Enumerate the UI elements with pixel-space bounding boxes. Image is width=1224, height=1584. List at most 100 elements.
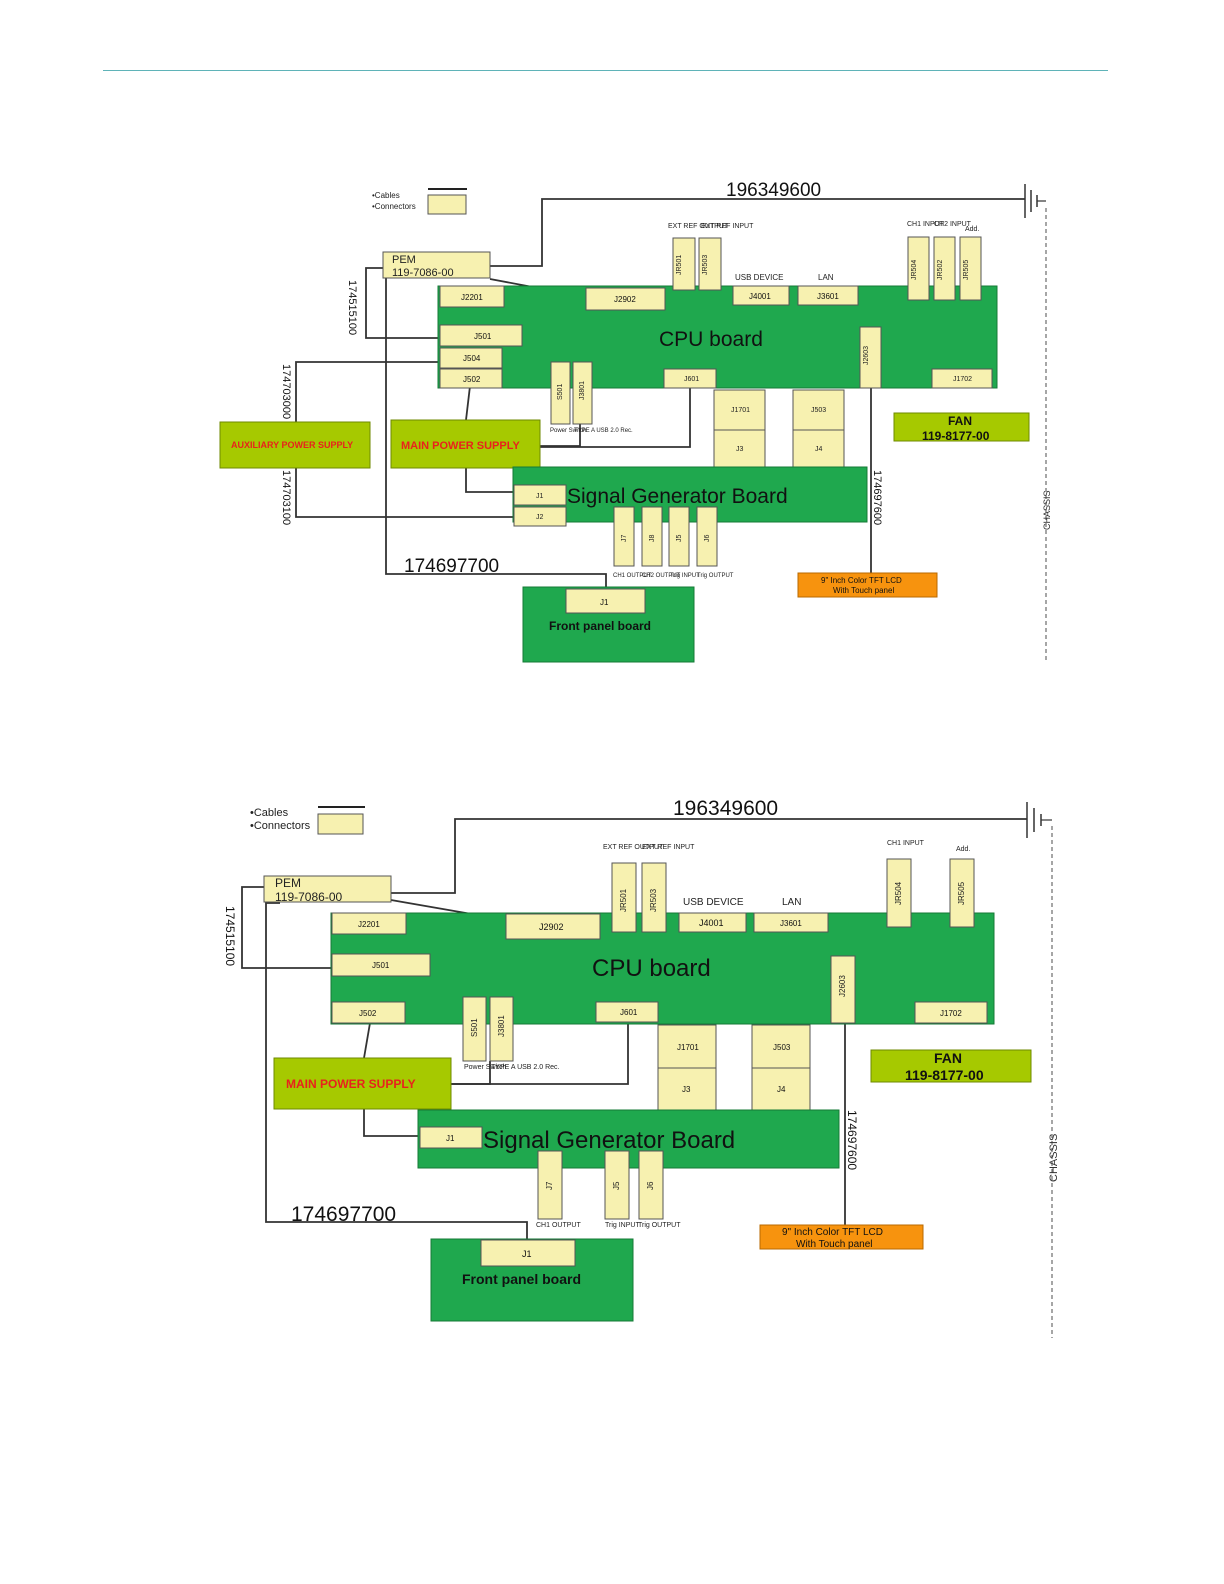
label-ch1-input: CH1 INPUT <box>907 221 945 228</box>
connector-jr501 <box>672 237 696 291</box>
legend-connectors: •Connectors <box>250 820 311 832</box>
fan-block <box>870 1049 1032 1083</box>
pem-part-number: 119-7086-00 <box>392 267 454 279</box>
chassis-label: CHASSIS <box>1048 1134 1060 1182</box>
connector-jr501-label: JR501 <box>676 255 683 275</box>
connector-j6-label: J6 <box>704 535 711 543</box>
connector-j3-label: J3 <box>682 1085 691 1094</box>
connector-j1702-label: J1702 <box>953 376 972 383</box>
connector-j501 <box>439 324 523 347</box>
connector-s501-label: S501 <box>470 1018 479 1037</box>
siggen-board-label: Signal Generator Board <box>483 1127 735 1154</box>
cable-number-pem: 174515100 <box>223 906 237 966</box>
connector-jr503 <box>641 862 667 933</box>
label-ch1-output: CH1 OUTPUT <box>613 573 652 579</box>
pem-block <box>263 875 392 903</box>
connector-j501 <box>331 953 431 977</box>
connector-j502 <box>439 368 503 389</box>
cable-number-aux-lower: 174703100 <box>280 470 292 525</box>
label-ext-ref-output: EXT REF OUTPUT <box>603 844 664 851</box>
connector-jr501 <box>611 862 637 933</box>
cable-pem-wire <box>241 886 332 969</box>
label-ext-ref-output: EXT REF OUTPUT <box>668 223 729 230</box>
lcd-block <box>759 1224 924 1250</box>
connector-j2603 <box>859 326 882 389</box>
connector-j1701-label: J1701 <box>677 1043 699 1052</box>
lcd-label: 9" Inch Color TFT LCD <box>821 576 902 585</box>
connector-j4001 <box>732 285 790 306</box>
cable-number-lcd: 174697600 <box>871 470 883 525</box>
connector-j2603-label: J2603 <box>863 346 870 365</box>
cable-top-wire <box>490 198 1025 267</box>
siggen-board-label: Signal Generator Board <box>567 485 788 508</box>
label-ch1-output: CH1 OUTPUT <box>536 1222 581 1229</box>
connector-jr503-label: JR503 <box>702 255 709 275</box>
connector-sg-j1 <box>419 1126 483 1149</box>
connector-s501 <box>550 361 571 425</box>
cable-number-top: 196349600 <box>726 180 821 201</box>
legend-connector-swatch <box>427 194 467 215</box>
connector-j3601 <box>753 912 829 933</box>
label-trig-input: Trig INPUT <box>670 573 700 579</box>
pem-label: PEM <box>392 254 416 266</box>
connector-j503 <box>792 389 845 431</box>
label-add: Add. <box>965 226 979 233</box>
cable-pem-front-wire <box>265 902 528 1240</box>
fan-block <box>893 412 1030 442</box>
connector-jr503-label: JR503 <box>649 888 658 912</box>
connector-j4001 <box>678 912 747 933</box>
connector-j5-label: J5 <box>612 1181 621 1190</box>
connector-j3 <box>657 1067 717 1111</box>
legend-connectors: •Connectors <box>372 202 416 211</box>
main-power-supply-label: MAIN POWER SUPPLY <box>401 440 520 452</box>
label-power-switch: Power Switch <box>464 1064 507 1071</box>
cable-j601-wire <box>540 386 691 448</box>
connector-jr504-label: JR504 <box>911 260 918 280</box>
legend-cables: •Cables <box>250 807 289 819</box>
cable-number-front: 174697700 <box>404 556 499 577</box>
connector-j3801 <box>572 361 593 425</box>
connector-j503-label: J503 <box>773 1043 791 1052</box>
cable-number-front: 174697700 <box>291 1203 396 1226</box>
fan-label: FAN <box>948 414 972 428</box>
cable-pem-wire <box>365 267 440 339</box>
connector-jr501-label: JR501 <box>619 888 628 912</box>
connector-j6 <box>696 506 718 567</box>
fan-label: FAN <box>934 1050 962 1066</box>
connector-front-j1-label: J1 <box>600 598 609 607</box>
label-ch2-output: CH2 OUTPUT <box>642 573 681 579</box>
siggen-board <box>512 466 868 523</box>
label-ch2-input: CH2 INPUT <box>934 221 972 228</box>
connector-j2902 <box>505 913 601 940</box>
connector-j6-label: J6 <box>646 1181 655 1190</box>
lcd-block <box>797 572 938 598</box>
connector-j7 <box>613 506 635 567</box>
connector-j3801-label: J3801 <box>579 381 586 400</box>
cable-aux-upper-wire <box>295 361 440 422</box>
connector-jr503 <box>698 237 722 291</box>
label-trig-input: Trig INPUT <box>605 1222 640 1229</box>
lcd-sublabel: With Touch panel <box>796 1239 873 1250</box>
cable-j601-wire <box>451 1023 629 1085</box>
cable-usb-wire <box>540 424 581 447</box>
label-trig-output: Trig OUTPUT <box>697 573 734 579</box>
connector-j3801 <box>489 996 514 1062</box>
label-power-switch: Power Switch <box>550 428 586 434</box>
label-type-a-usb: TYPE A USB 2.0 Rec. <box>491 1064 560 1071</box>
main-power-supply-label: MAIN POWER SUPPLY <box>286 1077 416 1091</box>
label-add: Add. <box>956 846 970 853</box>
label-usb-device: USB DEVICE <box>683 897 744 908</box>
connector-j2603-label: J2603 <box>838 975 847 997</box>
cpu-board <box>437 285 998 389</box>
label-trig-output: Trig OUTPUT <box>638 1222 681 1229</box>
connector-j7-label: J7 <box>545 1181 554 1190</box>
connector-j3601-label: J3601 <box>817 292 839 301</box>
label-lan: LAN <box>782 897 801 908</box>
connector-j5 <box>668 506 690 567</box>
connector-sg-j1 <box>513 484 567 506</box>
connector-s501 <box>462 996 487 1062</box>
main-power-supply <box>273 1057 452 1110</box>
connector-j601-label: J601 <box>620 1008 638 1017</box>
connector-j503-label: J503 <box>811 407 826 414</box>
connector-j5 <box>604 1150 630 1220</box>
